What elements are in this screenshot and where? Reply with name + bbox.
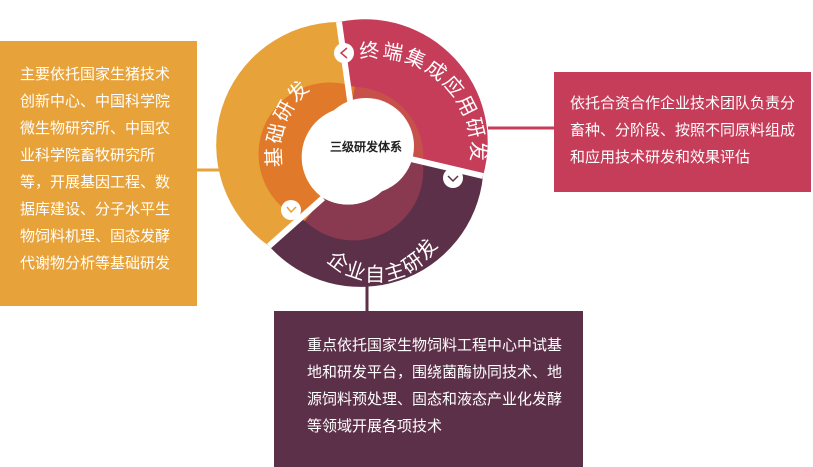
- inner-ring-basic: [258, 82, 355, 221]
- center-circle: [318, 98, 414, 194]
- enterprise-research-description: 重点依托国家生物饲料工程中心中试基地和研发平台，围绕菌酶协同技术、地源饲料预处理…: [274, 311, 583, 467]
- basic-research-description: 主要依托国家生猪技术创新中心、中国科学院微生物研究所、中国农业科学院畜牧研究所等…: [0, 41, 197, 306]
- chevron-icon-terminal: [334, 43, 354, 63]
- chevron-icon-enterprise: [443, 168, 463, 188]
- chevron-icon-basic: [281, 200, 301, 220]
- segment-terminal: [339, 19, 488, 176]
- center-label: 三级研发体系: [330, 139, 402, 154]
- terminal-research-description: 依托合资合作企业技术团队负责分畜种、分阶段、按照不同原料组成和应用技术研发和效果…: [554, 72, 811, 192]
